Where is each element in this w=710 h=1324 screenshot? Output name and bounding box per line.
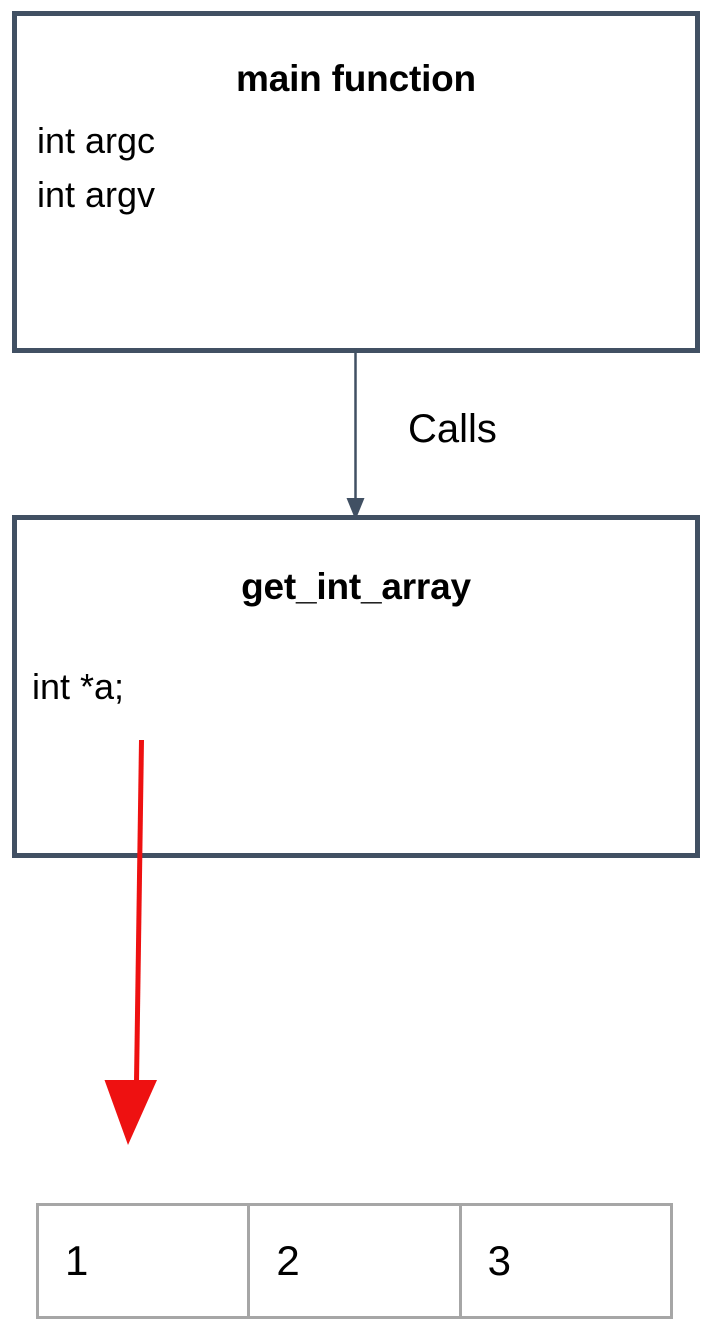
main-function-box: main function int argc int argv [12,11,700,353]
array-cell-2: 3 [458,1203,674,1319]
get-int-array-box: get_int_array [12,515,700,858]
int-array-table: 1 2 3 [35,1203,674,1319]
calls-edge-label: Calls [408,407,497,451]
get-int-array-title: get_int_array [241,566,471,607]
calls-arrow-icon [346,348,365,520]
get-int-array-locals: int *a; [32,666,125,707]
main-function-locals: int argc int argv [37,120,156,215]
array-cell-0: 1 [35,1203,251,1319]
main-function-title: main function [236,58,476,99]
red-arrow-down-icon [104,740,157,1145]
table-row: 1 2 3 [35,1203,674,1319]
array-cell-1: 2 [247,1203,462,1319]
